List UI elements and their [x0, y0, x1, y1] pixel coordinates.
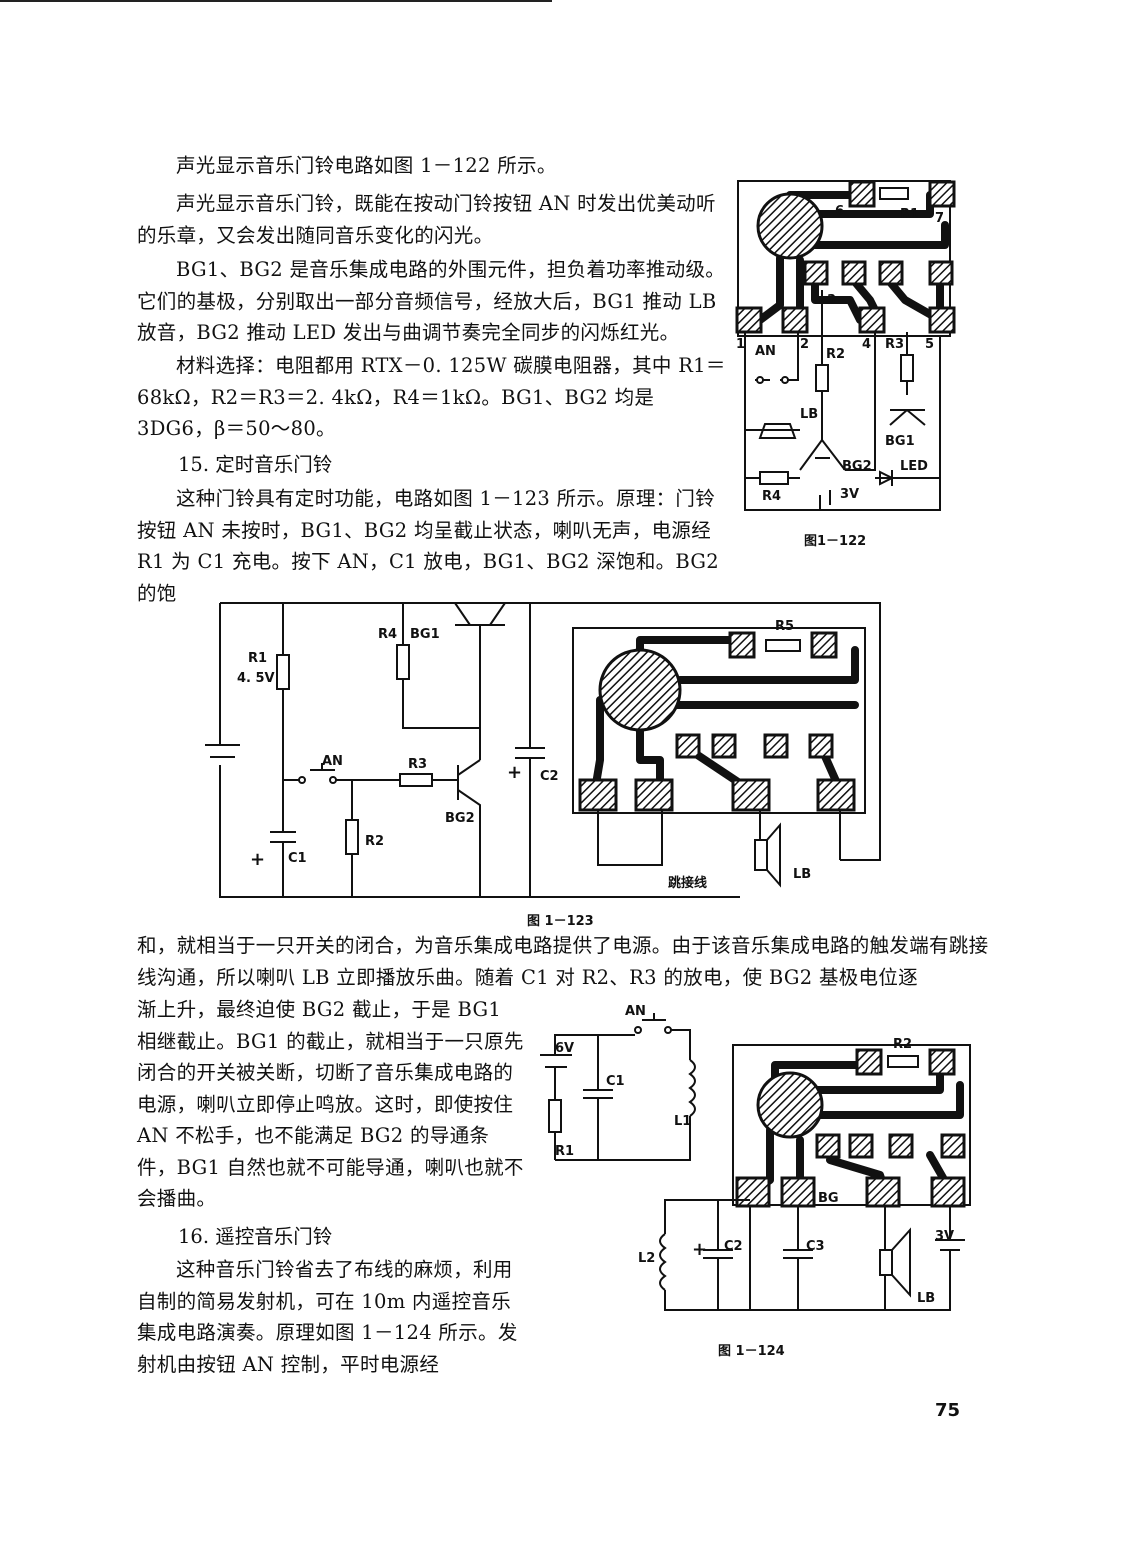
fig124-label-plus: + [692, 1239, 707, 1260]
fig122-label-3v: 3V [840, 487, 859, 502]
fig122-pin-5: 5 [925, 337, 934, 352]
intro-paragraph-1: 声光显示音乐门铃电路如图 1－122 所示。 [176, 154, 557, 177]
fig124-label-r1: R1 [555, 1144, 574, 1159]
fig123-label-plus-c1: + [250, 849, 265, 870]
fig124-label-3v: 3V [935, 1229, 954, 1244]
fig122-label-led: LED [900, 459, 928, 474]
fig124-label-l1: L1 [674, 1114, 691, 1129]
fig124-label-l2: L2 [638, 1251, 655, 1266]
fig123-label-bg2: BG2 [445, 811, 475, 826]
fig122-label-an: AN [755, 344, 776, 359]
figure-1-123-caption: 图 1－123 [527, 914, 594, 929]
fig122-label-r2: R2 [826, 347, 845, 362]
fig123-label-lb: LB [793, 867, 811, 882]
fig122-label-r3: R3 [885, 337, 904, 352]
fig123-label-r1: R1 [248, 651, 267, 666]
fig123-label-4-5v: 4. 5V [237, 671, 275, 686]
figure-1-124-caption: 图 1－124 [718, 1344, 785, 1359]
fig123-label-r4: R4 [378, 627, 397, 642]
section-15-paragraph-2: 和，就相当于一只开关的闭合，为音乐集成电路提供了电源。由于该音乐集成电路的触发端… [137, 934, 989, 989]
fig123-label-r2: R2 [365, 834, 384, 849]
fig122-pin-3: 3 [827, 293, 836, 308]
section-16-paragraph-1: 这种音乐门铃省去了布线的麻烦，利用自制的简易发射机，可在 10m 内遥控音乐集成… [137, 1258, 518, 1376]
fig122-pin-7: 7 [935, 211, 944, 226]
fig124-label-c2: C2 [724, 1239, 743, 1254]
figure-1-124: AN 6V C1 L1 R1 R2 BG L2 + C2 C3 LB 3V [540, 1004, 971, 1311]
section-15-heading: 15. 定时音乐门铃 [178, 453, 333, 476]
fig123-label-r5: R5 [775, 619, 794, 634]
fig124-label-c3: C3 [806, 1239, 825, 1254]
section-16-heading: 16. 遥控音乐门铃 [178, 1225, 333, 1248]
fig123-label-bg1: BG1 [410, 627, 440, 642]
fig123-label-plus-c2: + [507, 762, 522, 783]
fig122-label-r4: R4 [762, 489, 781, 504]
fig122-pin-6: 6 [835, 204, 844, 219]
fig122-pin-2: 2 [800, 337, 809, 352]
fig123-label-an: AN [322, 754, 343, 769]
intro-paragraph-4: 材料选择：电阻都用 RTX－0. 125W 碳膜电阻器，其中 R1＝68kΩ，R… [137, 354, 726, 440]
fig122-pin-4: 4 [862, 337, 871, 352]
section-15-paragraph-1: 这种门铃具有定时功能，电路如图 1－123 所示。原理：门铃按钮 AN 未按时，… [137, 487, 720, 605]
figure-1-122: 1 AN 2 3 R2 4 R3 5 6 R1 7 LB BG1 BG2 LED… [735, 180, 956, 511]
fig123-label-c1: C1 [288, 851, 307, 866]
fig122-pin-1: 1 [736, 337, 745, 352]
fig123-label-c2: C2 [540, 769, 559, 784]
figure-1-122-caption: 图1－122 [804, 534, 867, 549]
fig124-label-an: AN [625, 1004, 646, 1019]
fig124-label-c1: C1 [606, 1074, 625, 1089]
fig122-label-bg2: BG2 [842, 459, 872, 474]
section-15-paragraph-3: 渐上升，最终迫使 BG2 截止，于是 BG1 相继截止。BG1 的截止，就相当于… [137, 998, 524, 1210]
intro-paragraph-2: 声光显示音乐门铃，既能在按动门铃按钮 AN 时发出优美动听的乐章，又会发出随同音… [137, 192, 716, 247]
top-rule [0, 0, 552, 2]
fig122-label-lb: LB [800, 407, 818, 422]
page-number: 75 [935, 1400, 961, 1421]
fig124-label-lb: LB [917, 1291, 935, 1306]
fig124-label-bg: BG [818, 1191, 839, 1206]
intro-paragraph-3: BG1、BG2 是音乐集成电路的外围元件，担负着功率推动级。它们的基极，分别取出… [137, 258, 726, 344]
figure-1-123: R1 4. 5V R4 BG1 AN R3 R2 BG2 + C1 + C2 R… [205, 602, 881, 898]
fig122-label-r1: R1 [900, 207, 919, 222]
fig123-label-jumper: 跳接线 [668, 875, 707, 891]
fig123-label-r3: R3 [408, 757, 427, 772]
fig124-label-6v: 6V [555, 1041, 574, 1056]
fig122-label-bg1: BG1 [885, 434, 915, 449]
fig124-label-r2: R2 [893, 1037, 912, 1052]
